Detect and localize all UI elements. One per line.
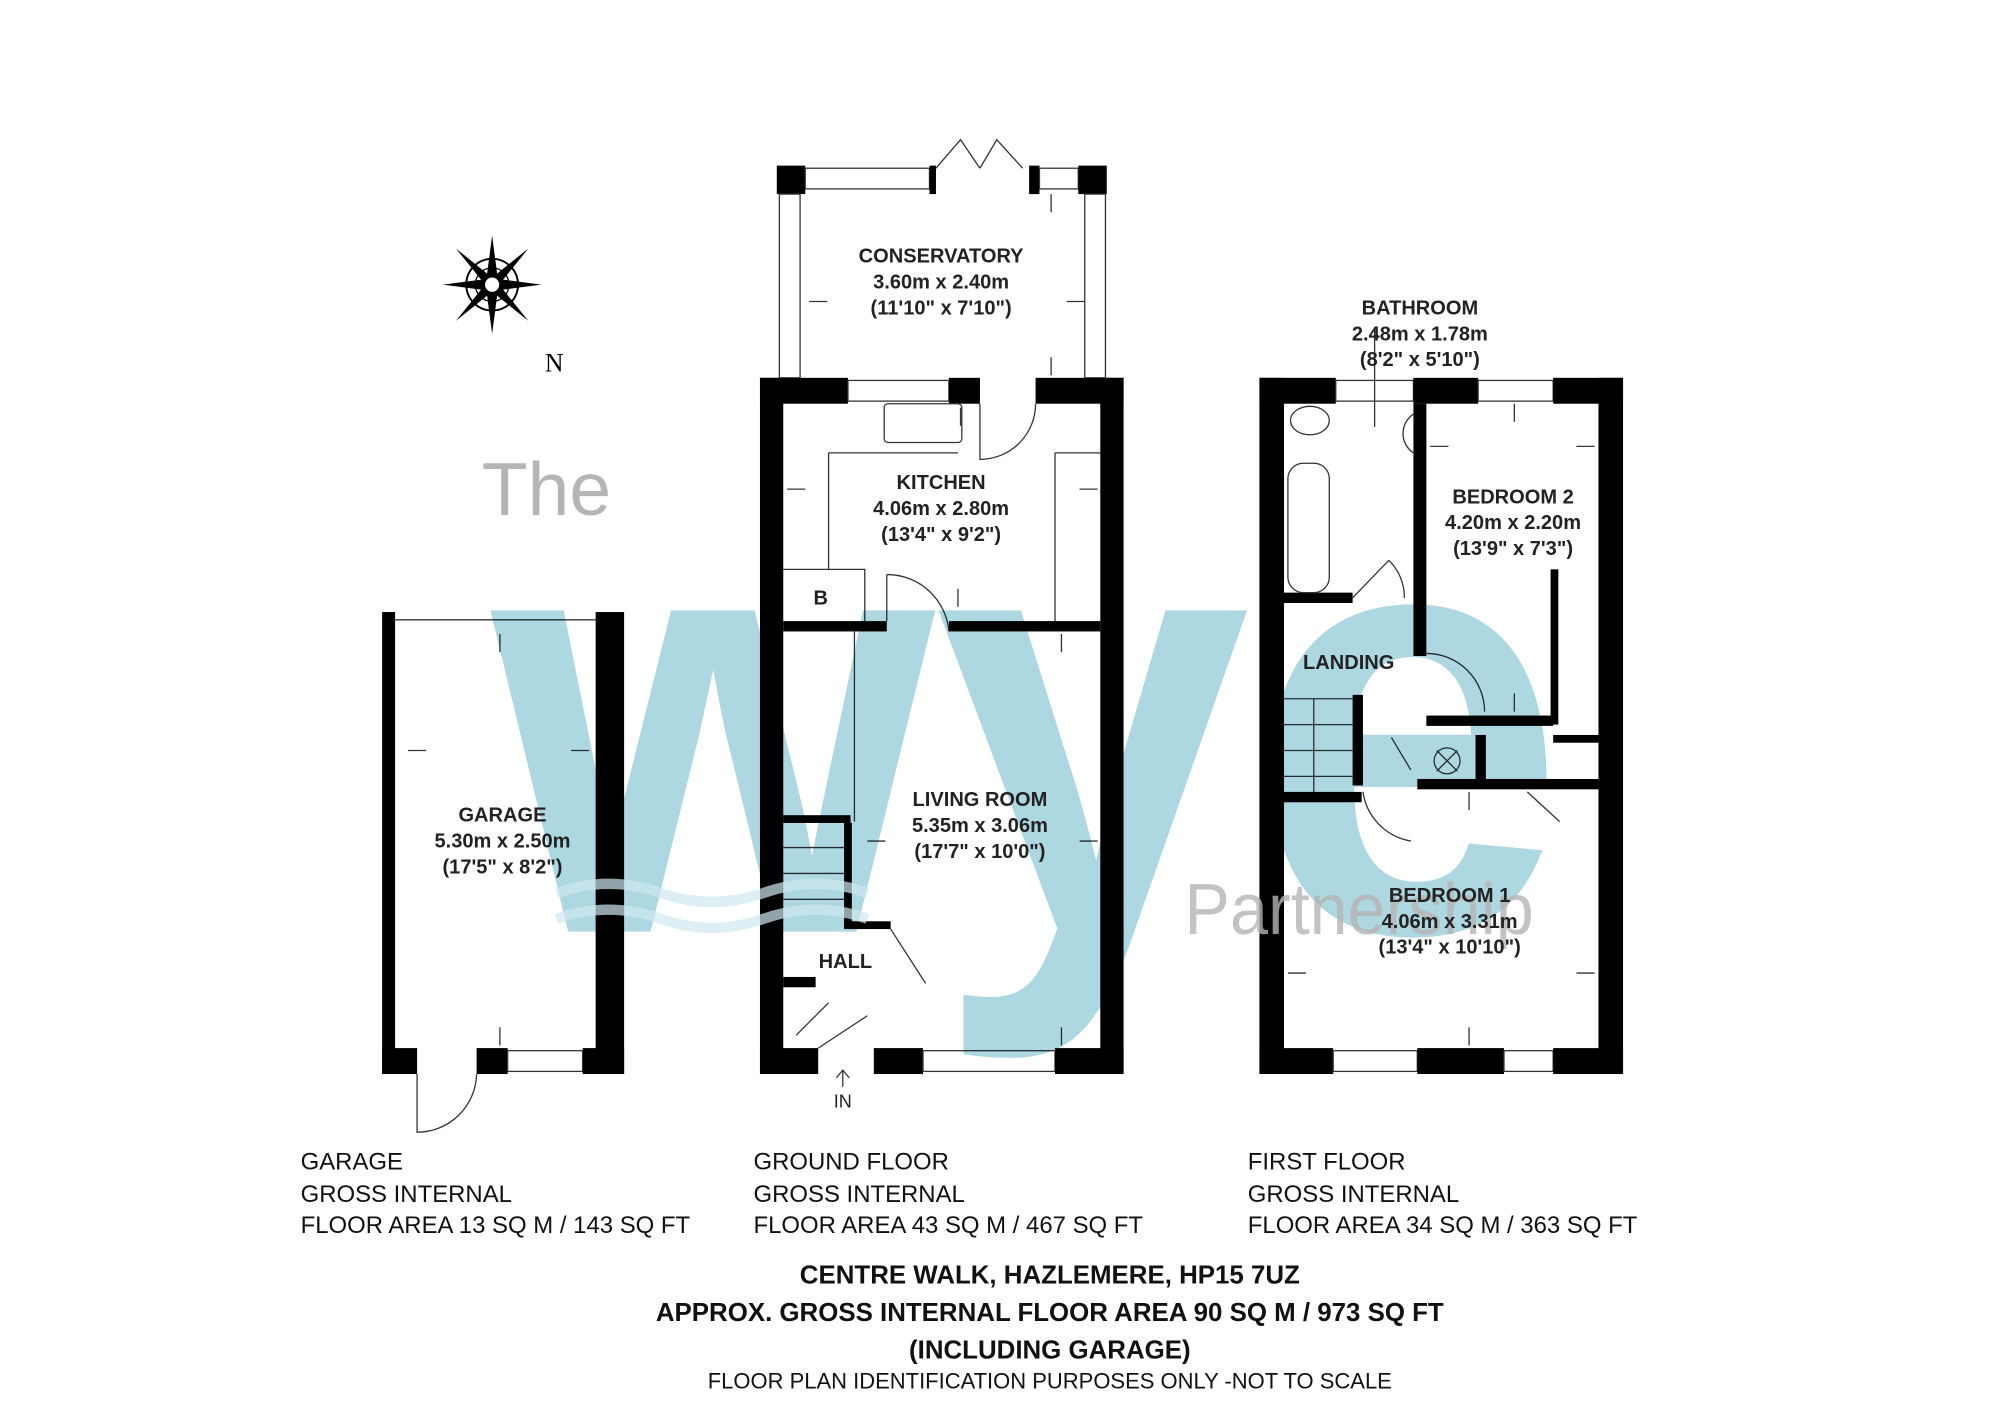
svg-text:(13'4" x 10'10"): (13'4" x 10'10"): [1379, 937, 1521, 959]
svg-text:GROSS INTERNAL: GROSS INTERNAL: [754, 1181, 965, 1208]
ground-floor-plan: [759, 138, 1124, 1087]
room-label-bedroom-2: BEDROOM 2 4.20m x 2.20m (13'9" x 7'3"): [1445, 486, 1581, 560]
entrance-arrow-icon: [835, 1069, 850, 1087]
svg-text:5.35m x 3.06m: 5.35m x 3.06m: [912, 815, 1048, 837]
svg-text:(17'7" x 10'0"): (17'7" x 10'0"): [914, 841, 1045, 863]
floor-area-ground: GROUND FLOOR GROSS INTERNAL FLOOR AREA 4…: [754, 1149, 1144, 1239]
svg-text:LIVING ROOM: LIVING ROOM: [913, 789, 1048, 811]
room-label-landing: LANDING: [1303, 652, 1394, 674]
svg-text:4.06m x 3.31m: 4.06m x 3.31m: [1382, 911, 1518, 933]
room-label-living-room: LIVING ROOM 5.35m x 3.06m (17'7" x 10'0"…: [912, 789, 1048, 863]
svg-text:(17'5" x 8'2"): (17'5" x 8'2"): [443, 856, 563, 878]
svg-text:FIRST FLOOR: FIRST FLOOR: [1248, 1149, 1406, 1176]
boiler-label: B: [814, 587, 828, 609]
svg-text:5.30m x 2.50m: 5.30m x 2.50m: [434, 831, 570, 853]
svg-text:BATHROOM: BATHROOM: [1362, 297, 1479, 319]
svg-text:(8'2" x 5'10"): (8'2" x 5'10"): [1360, 349, 1480, 371]
room-label-hall: HALL: [819, 951, 872, 973]
svg-text:(13'4" x 9'2"): (13'4" x 9'2"): [881, 524, 1001, 546]
svg-text:(13'9" x 7'3"): (13'9" x 7'3"): [1453, 538, 1573, 560]
svg-text:(11'10" x 7'10"): (11'10" x 7'10"): [871, 297, 1012, 319]
room-label-conservatory: CONSERVATORY 3.60m x 2.40m (11'10" x 7'1…: [859, 246, 1024, 320]
svg-text:Partnership: Partnership: [1184, 869, 1533, 950]
entrance-label: IN: [834, 1092, 852, 1112]
floor-area-garage: GARAGE GROSS INTERNAL FLOOR AREA 13 SQ M…: [301, 1149, 691, 1239]
svg-text:FLOOR AREA 34 SQ M / 363 SQ FT: FLOOR AREA 34 SQ M / 363 SQ FT: [1248, 1212, 1638, 1239]
first-floor-plan: [1259, 329, 1624, 1074]
disclaimer: FLOOR PLAN IDENTIFICATION PURPOSES ONLY …: [708, 1368, 1392, 1393]
garage-plan: [382, 612, 625, 1133]
svg-text:3.60m x 2.40m: 3.60m x 2.40m: [873, 272, 1009, 294]
svg-text:GROUND FLOOR: GROUND FLOOR: [754, 1149, 949, 1176]
including-garage: (INCLUDING GARAGE): [909, 1337, 1191, 1365]
svg-text:GARAGE: GARAGE: [458, 805, 546, 827]
north-label: N: [545, 348, 564, 377]
svg-text:GROSS INTERNAL: GROSS INTERNAL: [301, 1181, 512, 1208]
total-area: APPROX. GROSS INTERNAL FLOOR AREA 90 SQ …: [656, 1299, 1444, 1327]
room-label-bedroom-1: BEDROOM 1 4.06m x 3.31m (13'4" x 10'10"): [1379, 885, 1521, 959]
svg-text:GROSS INTERNAL: GROSS INTERNAL: [1248, 1181, 1459, 1208]
room-label-bathroom: BATHROOM 2.48m x 1.78m (8'2" x 5'10"): [1352, 297, 1488, 371]
svg-text:2.48m x 1.78m: 2.48m x 1.78m: [1352, 323, 1488, 345]
svg-text:4.20m x 2.20m: 4.20m x 2.20m: [1445, 512, 1581, 534]
svg-text:BEDROOM 2: BEDROOM 2: [1452, 486, 1573, 508]
svg-text:GARAGE: GARAGE: [301, 1149, 403, 1176]
address-title: CENTRE WALK, HAZLEMERE, HP15 7UZ: [800, 1262, 1300, 1290]
svg-text:KITCHEN: KITCHEN: [897, 472, 986, 494]
svg-text:wye: wye: [483, 381, 1566, 1065]
watermark-logo: The wye Partnership: [482, 381, 1566, 1065]
svg-text:FLOOR AREA 13 SQ M / 143 SQ FT: FLOOR AREA 13 SQ M / 143 SQ FT: [301, 1212, 691, 1239]
svg-text:The: The: [482, 447, 611, 531]
svg-text:FLOOR AREA 43 SQ M / 467 SQ FT: FLOOR AREA 43 SQ M / 467 SQ FT: [754, 1212, 1144, 1239]
compass-icon: [442, 235, 542, 334]
room-label-kitchen: KITCHEN 4.06m x 2.80m (13'4" x 9'2"): [873, 472, 1009, 546]
svg-text:CONSERVATORY: CONSERVATORY: [859, 246, 1024, 268]
room-label-garage: GARAGE 5.30m x 2.50m (17'5" x 8'2"): [434, 805, 570, 879]
floor-area-first: FIRST FLOOR GROSS INTERNAL FLOOR AREA 34…: [1248, 1149, 1638, 1239]
svg-text:BEDROOM 1: BEDROOM 1: [1389, 885, 1510, 907]
svg-text:4.06m x 2.80m: 4.06m x 2.80m: [873, 498, 1009, 520]
